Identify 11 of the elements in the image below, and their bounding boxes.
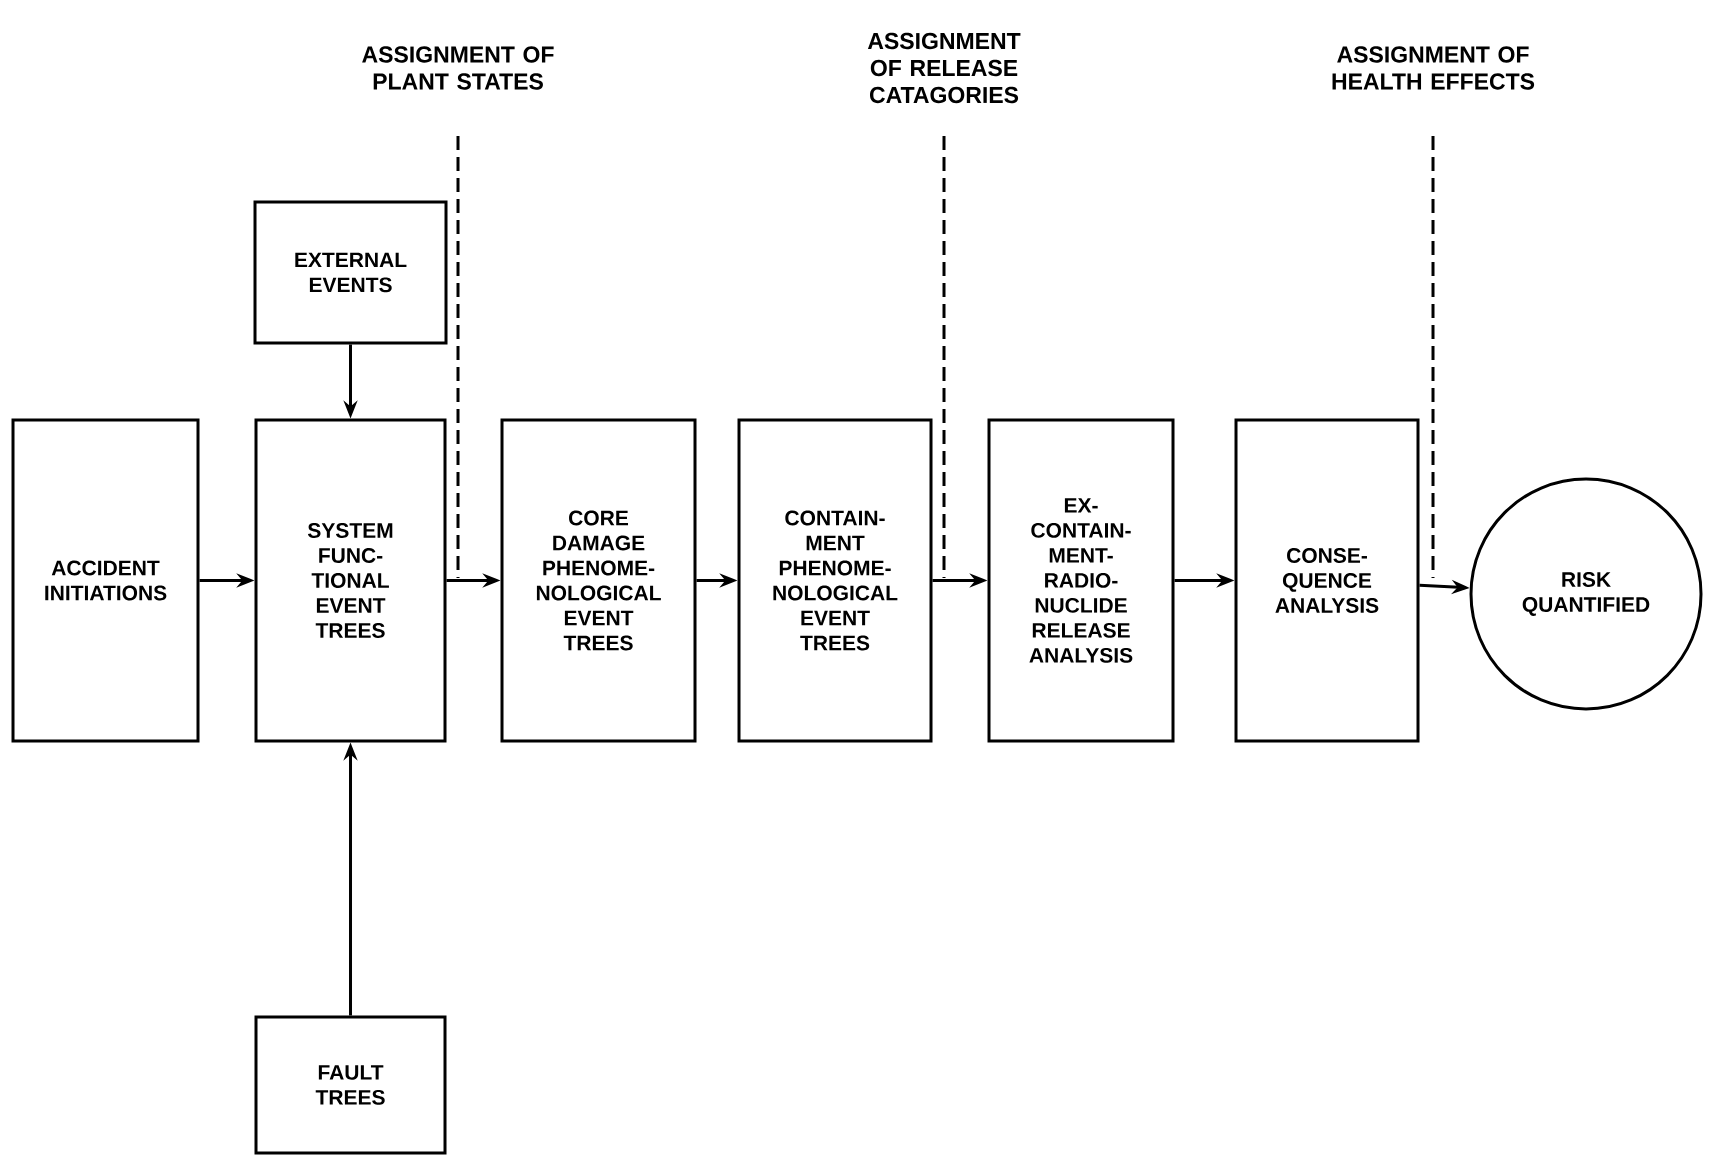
process-box: FAULT TREES: [254, 1015, 447, 1155]
process-box: EX- CONTAIN- MENT- RADIO- NUCLIDE RELEASE ANALYSIS: [987, 418, 1175, 743]
process-box: EXTERNAL EVENTS: [253, 200, 448, 345]
heading-label: ASSIGNMENT OF HEALTH EFFECTS: [1332, 46, 1535, 90]
process-box: ACCIDENT INITIATIONS: [11, 418, 200, 743]
heading-label: ASSIGNMENT OF RELEASE CATAGORIES: [867, 32, 1021, 104]
process-box: CORE DAMAGE PHENOME- NOLOGICAL EVENT TREES: [500, 418, 697, 743]
process-box: CONSE- QUENCE ANALYSIS: [1234, 418, 1420, 743]
process-box: CONTAIN- MENT PHENOME- NOLOGICAL EVENT TREES: [737, 418, 933, 743]
heading-label: ASSIGNMENT OF PLANT STATES: [362, 46, 554, 90]
process-box: SYSTEM FUNC- TIONAL EVENT TREES: [254, 418, 447, 743]
